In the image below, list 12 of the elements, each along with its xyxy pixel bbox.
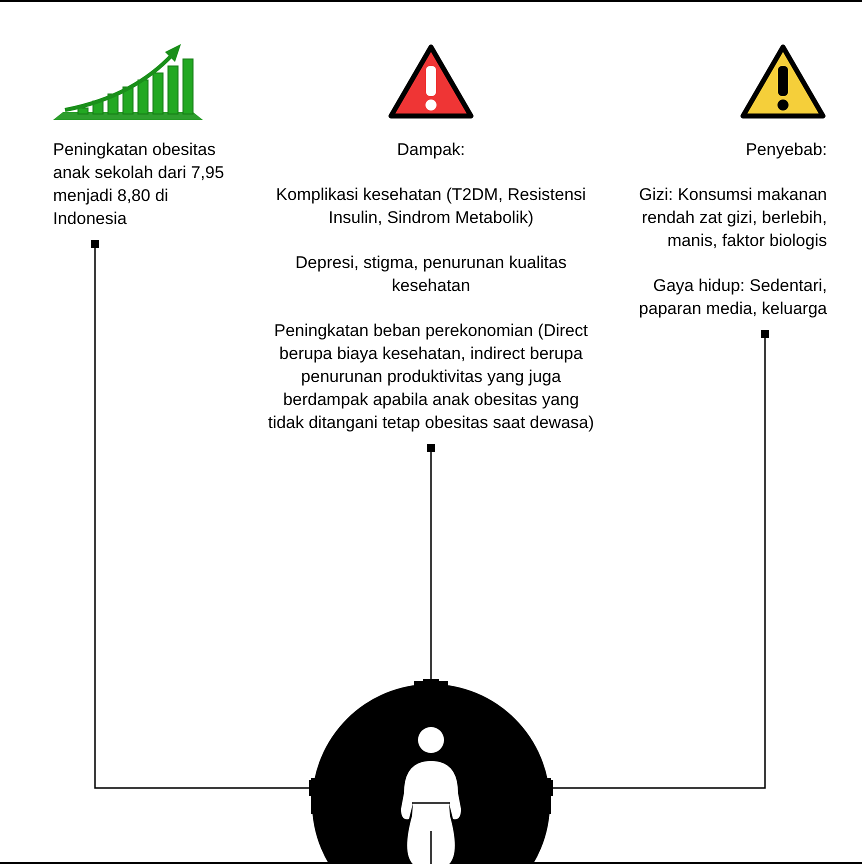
obese-person-circle-drawing: [311, 681, 551, 864]
connector-line: [549, 330, 769, 796]
description-text: Gizi: Konsumsi makanan rendah zat gizi, berlebih, manis, faktor biologis: [638, 184, 827, 252]
heading-text: Dampak:: [396, 139, 466, 161]
description-text: Depresi, stigma, penurunan kualitas kesehatan: [294, 252, 568, 297]
description-text: Gaya hidup: Sedentari, paparan media, keluarga: [638, 275, 827, 320]
description-text: Peningkatan beban perekonomian (Direct berupa biaya kesehatan, indirect berupa penurunan produktivitas yang juga berdampak apabila anak obesitas yang tidak ditangani tetap obesitas saat dewasa): [266, 320, 596, 434]
description-text: Peningkatan obesitas anak sekolah dari 7,95 menjadi 8,80 di Indonesia: [53, 139, 226, 230]
connector-line: [423, 444, 439, 683]
connector-line: [91, 240, 313, 796]
description-text: Komplikasi kesehatan (T2DM, Resistensi Insulin, Sindrom Metabolik): [275, 184, 587, 229]
heading-text: Penyebab:: [746, 139, 827, 161]
